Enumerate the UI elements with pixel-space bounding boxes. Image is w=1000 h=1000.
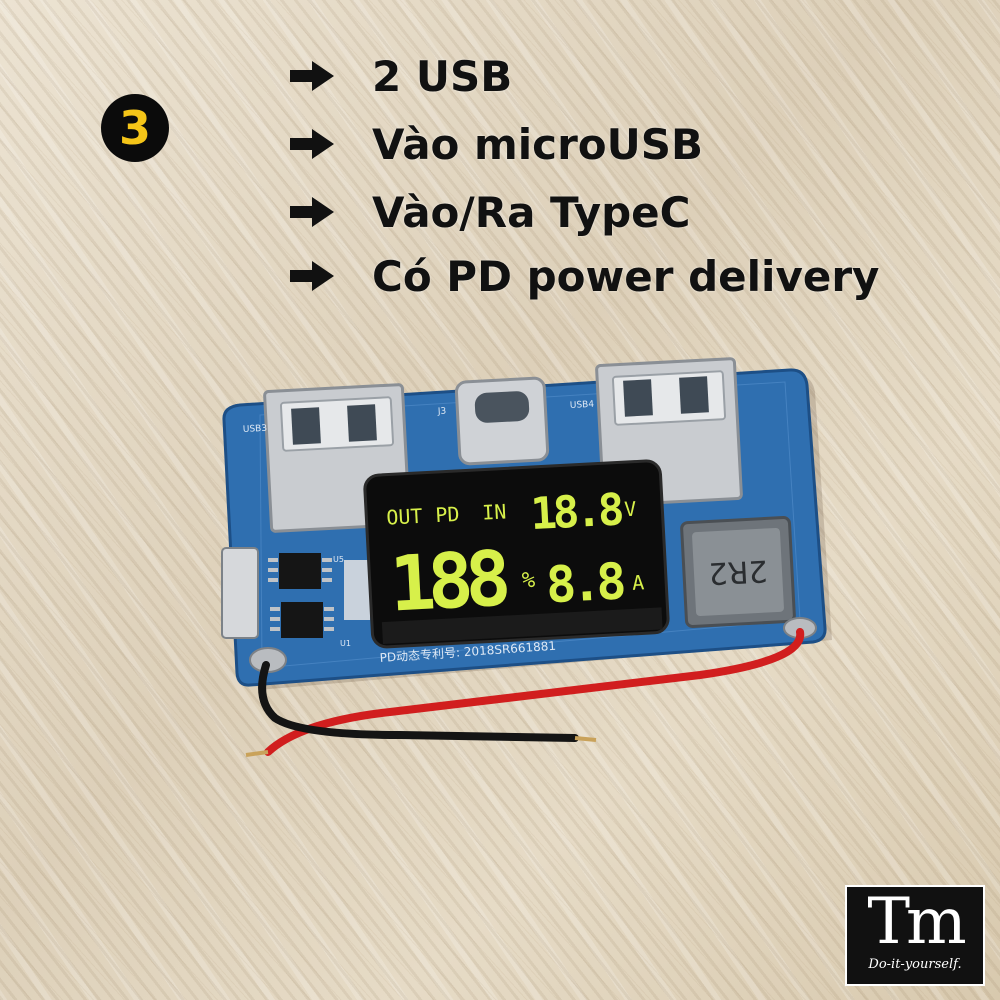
- arrow-right-icon: [290, 261, 334, 291]
- side-switch: [221, 547, 259, 639]
- red-wire: [264, 628, 805, 756]
- display-voltage: 18.8: [529, 484, 623, 540]
- label-j3: J3: [437, 407, 447, 417]
- display-current: 8.8: [545, 552, 625, 614]
- bullet-label: 2 USB: [372, 51, 513, 101]
- bullet-item: Có PD power delivery: [290, 251, 880, 301]
- label-usb4: USB4: [570, 400, 595, 411]
- brand-logo: Tm Do-it-yourself.: [845, 885, 985, 986]
- bullet-label: Vào microUSB: [372, 119, 704, 169]
- display-voltage-unit: V: [624, 497, 637, 522]
- display-percent: 188: [388, 534, 509, 629]
- logo-mark: Tm: [867, 885, 966, 959]
- inductor-marking: 2R2: [708, 552, 769, 590]
- display-percent-unit: %: [521, 568, 536, 594]
- ic-chip: [281, 602, 323, 638]
- usb-c-port: [454, 376, 550, 466]
- inductor: 2R2: [680, 516, 796, 628]
- label-u5: U5: [333, 555, 344, 564]
- led-display: OUT PD IN 18.8 V 188 % 8.8 A: [363, 459, 670, 649]
- black-wire: [258, 661, 579, 742]
- logo-tagline: Do-it-yourself.: [868, 957, 962, 972]
- bullet-label: Có PD power delivery: [372, 251, 880, 301]
- ic-chip: [279, 553, 321, 589]
- display-pd-label: PD: [435, 502, 460, 527]
- arrow-right-icon: [290, 61, 334, 91]
- display-out-label: OUT: [386, 504, 423, 530]
- step-badge: 3: [101, 94, 169, 162]
- bullet-item: Vào microUSB: [290, 119, 704, 169]
- label-usb3: USB3: [243, 424, 268, 435]
- display-in-label: IN: [482, 499, 507, 524]
- arrow-right-icon: [290, 129, 334, 159]
- bullet-item: 2 USB: [290, 51, 513, 101]
- label-u1: U1: [340, 639, 351, 648]
- bullet-item: Vào/Ra TypeC: [290, 187, 691, 237]
- bullet-label: Vào/Ra TypeC: [372, 187, 691, 237]
- display-current-unit: A: [632, 570, 645, 595]
- arrow-right-icon: [290, 197, 334, 227]
